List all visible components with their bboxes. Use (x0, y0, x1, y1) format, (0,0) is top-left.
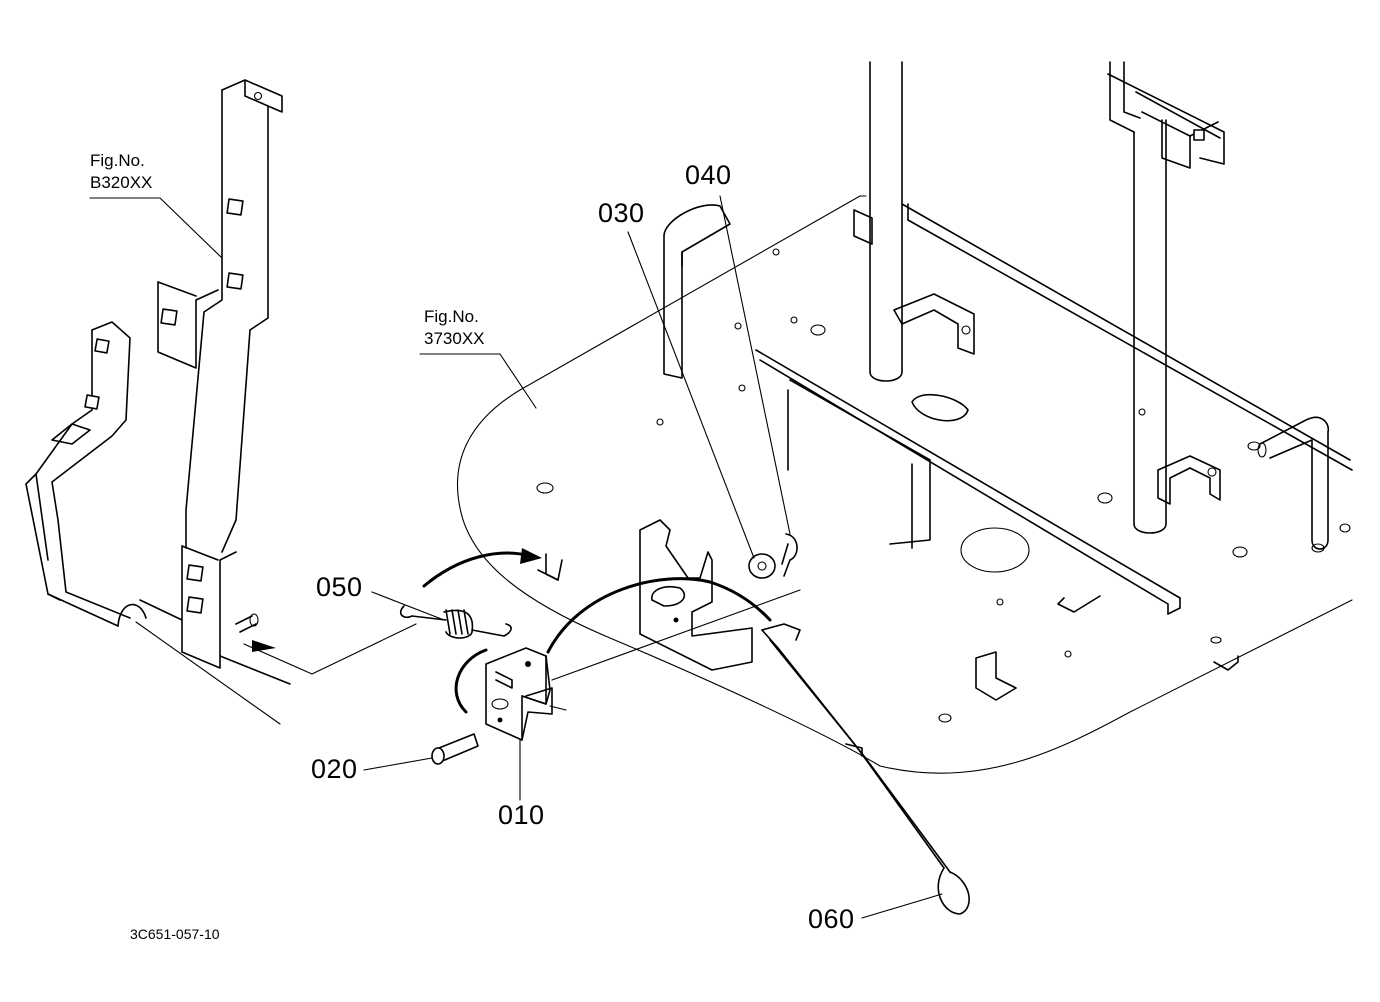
platform-plate (456, 195, 1353, 774)
pin-020 (431, 733, 479, 765)
rops-posts (853, 61, 1330, 550)
leader-lines (89, 195, 943, 919)
callout-030: 030 (598, 198, 645, 228)
lever-bracket (639, 519, 798, 671)
callout-040: 040 (685, 160, 732, 190)
fig-ref-b320xx: Fig.No. B320XX (90, 150, 152, 194)
callout-020: 020 (311, 754, 358, 784)
assembly-arrows (252, 548, 772, 654)
drawing-code: 3C651-057-10 (130, 926, 220, 942)
fig-ref-b320xx-line2: B320XX (90, 173, 153, 192)
left-frame (25, 79, 291, 725)
callout-050: 050 (316, 572, 363, 602)
callout-010: 010 (498, 800, 545, 830)
rod-060 (761, 623, 970, 915)
fig-ref-3730xx: Fig.No. 3730XX (424, 306, 485, 350)
spring-050 (399, 605, 512, 639)
latch-plate-010 (454, 647, 553, 741)
fig-ref-3730xx-line1: Fig.No. (424, 307, 479, 326)
callout-060: 060 (808, 904, 855, 934)
fig-ref-3730xx-line2: 3730XX (424, 329, 485, 348)
fig-ref-b320xx-line1: Fig.No. (90, 151, 145, 170)
